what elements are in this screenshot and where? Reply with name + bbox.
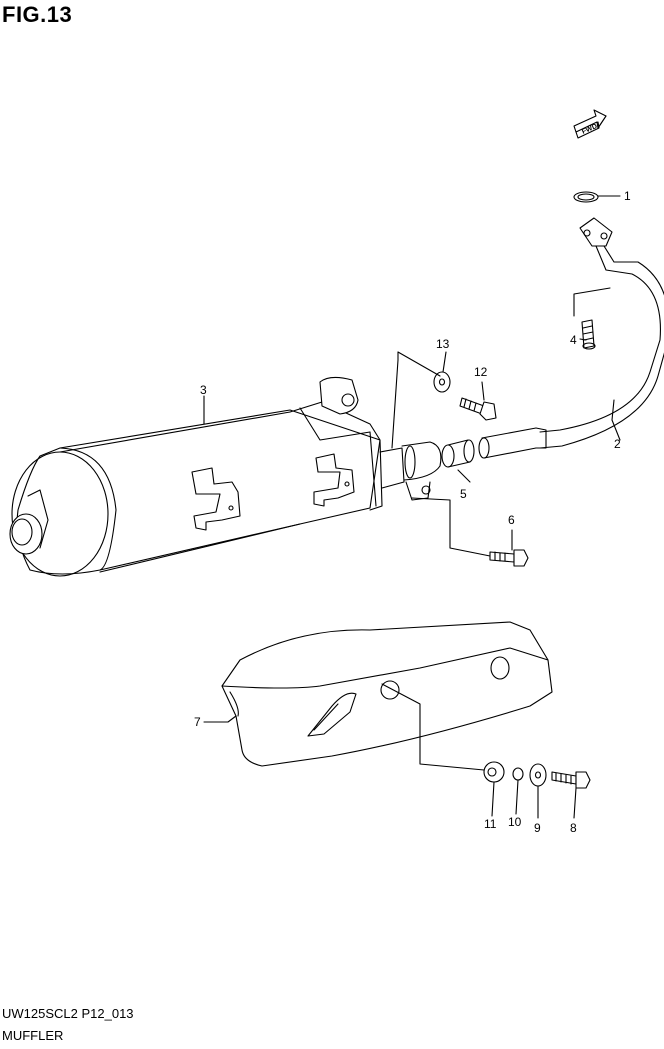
- callout-4: 4: [570, 333, 577, 347]
- gasket-part-1: [573, 191, 599, 203]
- exhaust-pipe-part-2: [478, 217, 664, 459]
- callout-7: 7: [194, 715, 201, 729]
- bolt-part-6: [489, 549, 529, 567]
- callout-8: 8: [570, 821, 577, 835]
- fwd-arrow-icon: [573, 109, 607, 139]
- bolt-part-12: [459, 397, 497, 421]
- figure-name: MUFFLER: [2, 1028, 64, 1043]
- callout-9: 9: [534, 821, 541, 835]
- callout-1: 1: [624, 189, 631, 203]
- figure-title: FIG.13: [2, 2, 73, 27]
- muffler-body-part-3: [9, 376, 442, 577]
- callout-11: 11: [484, 817, 497, 831]
- bolt-part-8: [551, 771, 591, 789]
- stud-part-4: [581, 319, 596, 350]
- figure-code: UW125SCL2 P12_013: [2, 1006, 134, 1021]
- callout-12: 12: [474, 365, 488, 379]
- leader-lines: [203, 195, 621, 819]
- callout-10: 10: [508, 815, 522, 829]
- callout-13: 13: [436, 337, 450, 351]
- callout-5: 5: [460, 487, 467, 501]
- washer-part-13: [433, 371, 451, 393]
- grommet-part-11: [483, 761, 505, 783]
- washer-part-9: [529, 763, 547, 787]
- callout-2: 2: [614, 437, 621, 451]
- heat-shield-part-7: [221, 621, 553, 767]
- callout-labels: 1 2 3 4 5 6 7 8 9 10 11 12 13: [194, 189, 631, 835]
- collar-part-10: [512, 767, 524, 781]
- callout-3: 3: [200, 383, 207, 397]
- callout-6: 6: [508, 513, 515, 527]
- sleeve-part-5: [441, 439, 475, 468]
